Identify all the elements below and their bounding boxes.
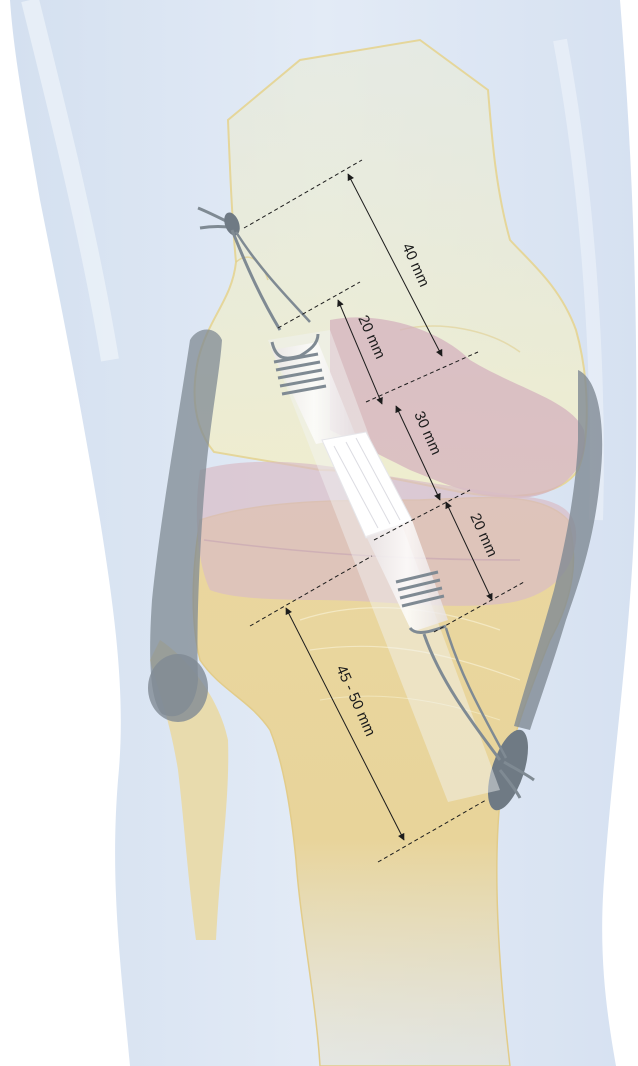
knee-anatomy-diagram: 40 mm 20 mm 30 mm 20 mm 45 - 50 mm <box>0 0 638 1066</box>
